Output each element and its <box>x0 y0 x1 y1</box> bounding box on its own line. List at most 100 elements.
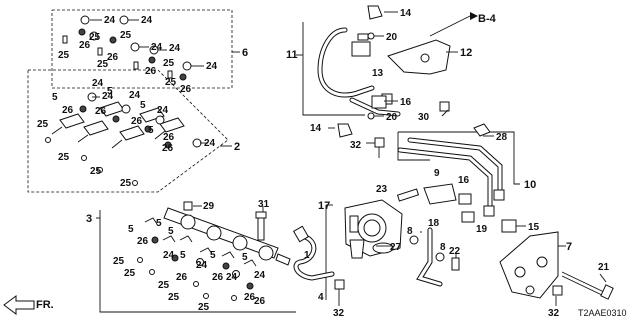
callout-26: 26 <box>180 84 192 95</box>
callout-16: 16 <box>400 97 412 108</box>
fuel-pipe-1 <box>292 225 335 281</box>
rail-clips <box>144 217 257 267</box>
callout-26: 26 <box>107 52 119 63</box>
clip-15 <box>501 219 517 233</box>
callout-26: 26 <box>131 116 143 127</box>
callout-6: 6 <box>242 47 248 59</box>
callout-28: 28 <box>496 132 508 143</box>
callout-26: 26 <box>145 66 157 77</box>
callout-5: 5 <box>168 226 174 237</box>
callout-26: 26 <box>176 272 188 283</box>
callout-labels: 24 24 24 24 24 25 26 25 25 26 25 26 25 2… <box>36 8 627 319</box>
stay-9 <box>423 183 457 205</box>
callout-5: 5 <box>148 125 154 136</box>
drawing-code: T2AAE0310 <box>578 308 627 318</box>
o-ring-27 <box>372 242 394 254</box>
callout-13: 13 <box>372 68 384 79</box>
callout-25: 25 <box>120 178 132 189</box>
callout-14: 14 <box>400 8 412 19</box>
callout-12: 12 <box>460 47 472 59</box>
callout-5: 5 <box>156 218 162 229</box>
callout-20: 20 <box>386 112 398 123</box>
callout-5: 5 <box>107 86 113 97</box>
callout-25: 25 <box>120 30 132 41</box>
callout-30: 30 <box>418 112 430 123</box>
callout-26: 26 <box>79 40 91 51</box>
callout-8: 8 <box>440 242 446 253</box>
fuel-pipe-group-10 <box>397 131 520 217</box>
clip-16-top <box>371 95 387 109</box>
callout-19: 19 <box>476 224 488 235</box>
seal-26 <box>79 105 172 149</box>
callout-18: 18 <box>428 218 440 229</box>
callout-5: 5 <box>210 250 216 261</box>
callout-26: 26 <box>212 272 224 283</box>
callout-25: 25 <box>113 256 125 267</box>
callout-2: 2 <box>234 141 240 153</box>
leader-lines <box>90 11 607 306</box>
clip-14-top <box>367 5 383 20</box>
callout-3: 3 <box>86 213 92 225</box>
callout-25: 25 <box>89 32 101 43</box>
callout-5: 5 <box>52 92 58 103</box>
callout-25: 25 <box>97 59 109 70</box>
callout-32: 32 <box>548 308 560 319</box>
callout-8: 8 <box>407 226 413 237</box>
bolt-32-b <box>552 285 563 296</box>
callout-9: 9 <box>434 168 440 179</box>
callout-23: 23 <box>376 184 388 195</box>
seal-kit-group <box>51 9 240 89</box>
callout-21: 21 <box>598 262 610 273</box>
callout-29: 29 <box>203 201 215 212</box>
callout-26: 26 <box>162 143 174 154</box>
callout-24: 24 <box>204 138 216 149</box>
callout-5: 5 <box>180 250 186 261</box>
callout-1: 1 <box>304 250 310 261</box>
callout-25: 25 <box>124 268 136 279</box>
bolt-32-c <box>374 137 385 158</box>
callout-20: 20 <box>386 32 398 43</box>
front-arrow-icon <box>3 295 35 315</box>
callout-26: 26 <box>163 132 175 143</box>
callout-17: 17 <box>318 200 330 212</box>
callout-24: 24 <box>196 260 208 271</box>
callout-26: 26 <box>254 296 266 307</box>
callout-25: 25 <box>198 302 210 313</box>
callout-24: 24 <box>141 15 153 26</box>
bolt-31 <box>255 211 267 241</box>
bracket-7 <box>499 231 559 299</box>
seal-26 <box>78 28 187 81</box>
callout-25: 25 <box>90 166 102 177</box>
callout-24: 24 <box>226 272 238 283</box>
callout-11: 11 <box>286 49 298 61</box>
callout-5: 5 <box>140 100 146 111</box>
injector-group <box>27 69 232 193</box>
front-label: FR. <box>36 299 54 311</box>
callout-25: 25 <box>158 280 170 291</box>
callout-31: 31 <box>258 199 270 210</box>
fuel-rail <box>163 207 291 266</box>
cushion-25 <box>45 137 138 186</box>
callout-7: 7 <box>566 241 572 253</box>
callout-24: 24 <box>102 91 114 102</box>
cushion-25 <box>62 35 173 79</box>
callout-5: 5 <box>128 224 134 235</box>
high-pressure-pump-group <box>292 199 403 300</box>
rail-seals <box>151 236 254 290</box>
callout-25: 25 <box>168 292 180 303</box>
clip-28 <box>473 123 491 137</box>
o-ring-24 <box>80 15 192 71</box>
callout-25: 25 <box>165 77 177 88</box>
injector-5 <box>51 101 185 149</box>
callout-10: 10 <box>524 179 536 191</box>
lifter-4 <box>349 239 365 259</box>
section-reference: B-4 <box>478 13 497 25</box>
callout-25: 25 <box>37 119 49 130</box>
callout-24: 24 <box>254 270 266 281</box>
callout-24: 24 <box>163 250 175 261</box>
callout-15: 15 <box>528 222 540 233</box>
callout-24: 24 <box>129 90 141 101</box>
callout-22: 22 <box>449 246 461 257</box>
callout-25: 25 <box>58 50 70 61</box>
